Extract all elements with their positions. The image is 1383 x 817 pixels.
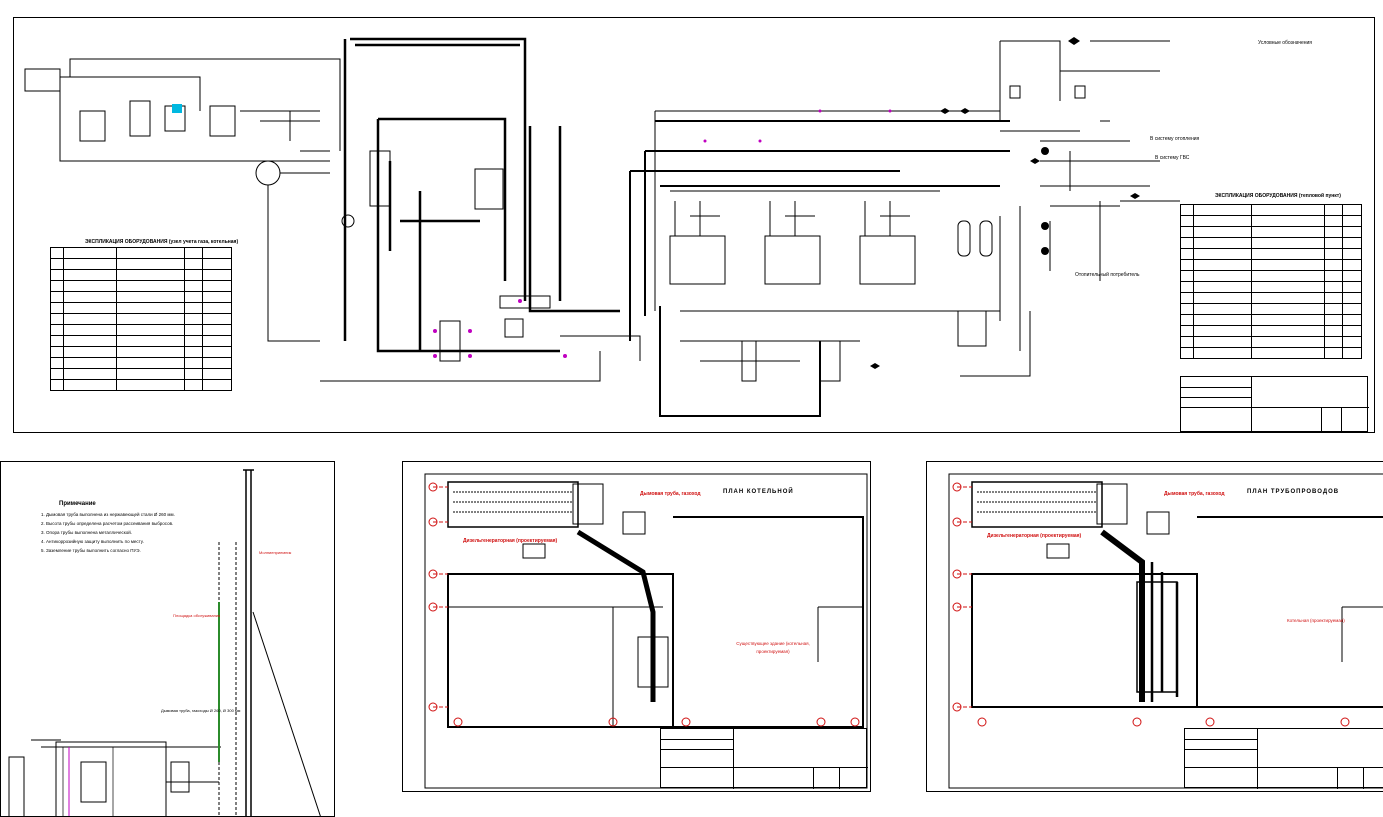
chimney-drawing (8, 469, 321, 816)
sheet-chimney: Примечание 1. Дымовая труба выполнена из… (0, 461, 335, 817)
spec-table-right (1180, 204, 1362, 359)
note-3: 3. Опора трубы выполнена металлической. (41, 530, 132, 535)
boiler-plan-drawing (424, 473, 868, 789)
plan-red-room: Существующее здание (котельная, проектир… (736, 641, 810, 654)
sheet-piping-plan: ПЛАН ТРУБОПРОВОДОВ Дымовая труба, газохо… (926, 461, 1383, 792)
plan-title: ПЛАН КОТЕЛЬНОЙ (723, 489, 794, 495)
sheet-1-frame (13, 17, 1375, 433)
spec-left-title: ЭКСПЛИКАЦИЯ ОБОРУДОВАНИЯ (узел учета газ… (85, 239, 239, 245)
title-block-sheet-3 (660, 728, 868, 789)
chimney-label: Дымовая труба, газоходы Ø 260, Ø 300 мм (161, 708, 241, 713)
plan-red-chimney: Дымовая труба, газоход (640, 491, 701, 497)
title-block-sheet-1 (1180, 376, 1369, 433)
note-4: 4. Антикоррозийную защиту выполнить по м… (41, 539, 144, 544)
sheet-heat-scheme: В систему отопления В систему ГВС Условн… (0, 11, 1383, 435)
label-user: Отопительный потребитель (1075, 272, 1140, 278)
chimney-red-label-1: Молниеприемник (259, 550, 292, 555)
legend-title: Условные обозначения (1258, 40, 1313, 46)
title-block-sheet-4 (1184, 728, 1383, 789)
notes-title: Примечание (59, 501, 96, 507)
label-out-heating: В систему отопления (1150, 136, 1200, 142)
chimney-red-label-2: Площадка обслуживания (173, 613, 221, 618)
piping-red-chimney: Дымовая труба, газоход (1164, 491, 1225, 497)
label-out-hw: В систему ГВС (1155, 155, 1190, 161)
heat-scheme-drawing (24, 37, 1180, 417)
sheet-boiler-plan: ПЛАН КОТЕЛЬНОЙ Дымовая труба, газоход Ди… (402, 461, 871, 792)
piping-title: ПЛАН ТРУБОПРОВОДОВ (1247, 489, 1340, 495)
note-1: 1. Дымовая труба выполнена из нержавеюще… (41, 512, 175, 517)
piping-red-diesel: Дизельгенераторная (проектируемая) (987, 533, 1082, 539)
spec-right-title: ЭКСПЛИКАЦИЯ ОБОРУДОВАНИЯ (тепловой пункт… (1215, 193, 1341, 199)
piping-red-room: Котельная (проектируемая) (1287, 618, 1345, 623)
note-5: 5. Заземление трубы выполнить согласно П… (41, 548, 141, 553)
plan-red-diesel: Дизельгенераторная (проектируемая) (463, 538, 558, 544)
piping-plan-drawing (948, 473, 1383, 789)
note-2: 2. Высота трубы определена расчетом расс… (41, 521, 174, 526)
spec-table-left (50, 247, 232, 391)
